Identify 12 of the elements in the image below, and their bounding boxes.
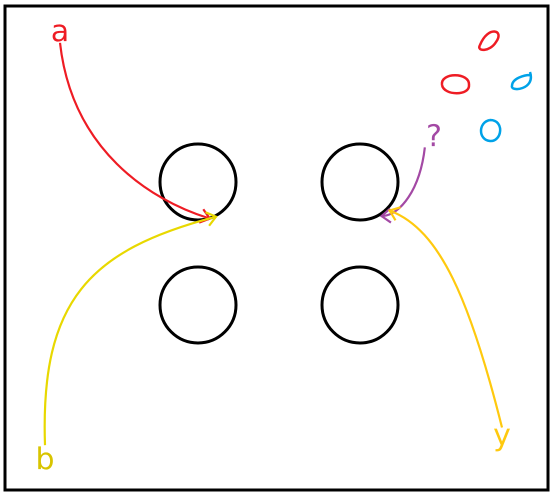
letter-label: b [38, 446, 53, 470]
arrow [58, 42, 212, 224]
circle [320, 266, 400, 344]
circle [158, 266, 238, 344]
circle [320, 142, 400, 222]
arrow [44, 211, 218, 446]
letter-label: y [494, 428, 510, 452]
arrow [388, 206, 504, 428]
arrow [380, 147, 426, 224]
letter-label: ? [428, 124, 440, 146]
letter-label: a [52, 24, 66, 42]
circle [158, 142, 238, 222]
